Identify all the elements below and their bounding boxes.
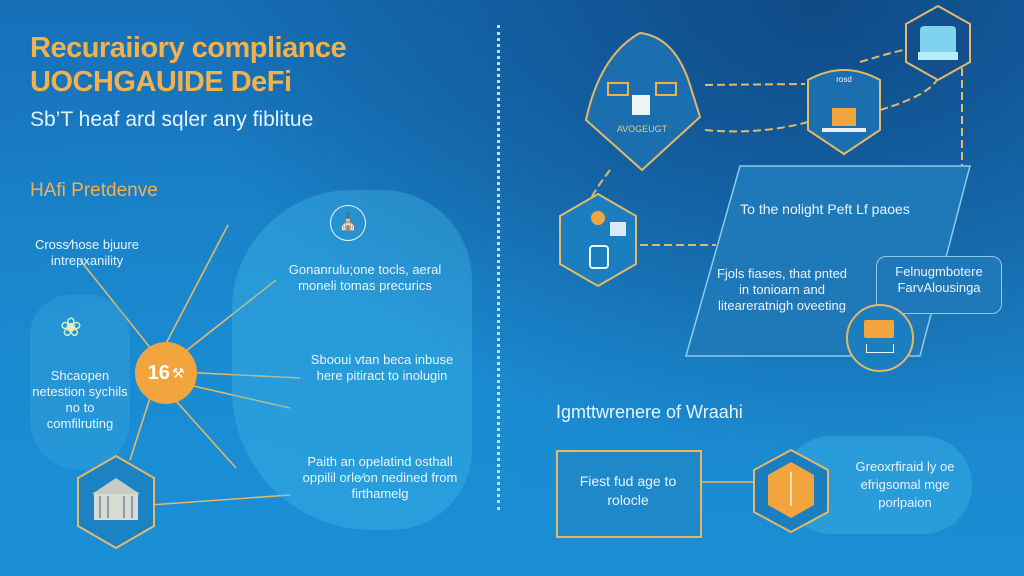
helmet-hex-icon	[753, 448, 829, 534]
sprout-icon: ❀	[60, 312, 82, 342]
hex-small-label: rosd	[836, 75, 852, 84]
connector	[167, 391, 237, 469]
info-item-2: Sbooui vtan beca inbuse here pitiract to…	[310, 352, 454, 383]
hub-circle: 16 ⚒	[135, 342, 197, 404]
dashed-connector	[879, 77, 939, 111]
left-panel	[30, 295, 130, 470]
hub-number: 16	[147, 361, 170, 384]
right-box-text: Fiest fud age to rolocle	[579, 473, 677, 508]
callout-text: Felnugmbotere FarvAlousinga	[895, 264, 983, 295]
cross-label: Cross∕hose bjuure intrepxanility	[34, 237, 140, 268]
computer-hex-icon: rosd	[807, 69, 881, 156]
hub-tools-icon: ⚒	[171, 364, 185, 381]
divider	[497, 25, 500, 510]
tools-hex-icon	[559, 192, 637, 288]
court-building-icon	[77, 454, 155, 550]
left-panel-text: Shcaopen netestion sychils no to comfilr…	[32, 368, 128, 431]
subtitle: Sb’T heaf ard sqler any fiblitue	[30, 108, 314, 131]
connector	[179, 371, 301, 379]
title-line-2: UOCHGAUIDE DeFi	[30, 66, 292, 98]
dashed-connector	[704, 121, 809, 133]
main-panel-title: To the nolight Peft Lf paoes	[740, 201, 910, 217]
bottom-text: Greoxrfiraid ly oe efrigsomal mge porlpa…	[855, 459, 955, 510]
wallet-diamond-icon: AVOGEUGT	[584, 31, 702, 172]
connector	[159, 224, 229, 356]
message-circle-icon	[846, 304, 914, 372]
right-box	[556, 450, 702, 538]
info-item-3: Paith an opelatind osthall oppilil orle∕…	[302, 454, 458, 501]
connector	[171, 279, 277, 363]
seal-emblem-icon: ⛪	[330, 205, 366, 241]
diamond-label: AVOGEUGT	[617, 124, 668, 134]
callout-box	[876, 256, 1002, 314]
title-line-1: Recuraiiory compliance	[30, 32, 347, 64]
connector	[175, 381, 291, 409]
cube-server-icon	[905, 4, 971, 82]
center-panel	[232, 190, 472, 530]
section-title-left: HAfi Pretdenve	[30, 180, 158, 201]
info-item-1: Gonanrulu;one tocls, aeral moneli tomas …	[288, 262, 442, 293]
connector	[79, 259, 161, 361]
connector	[129, 397, 151, 461]
dashed-connector	[589, 169, 611, 201]
section-title-right: Igmttwrenere of Wraahi	[556, 402, 743, 422]
dashed-connector	[859, 49, 906, 63]
dashed-connector	[704, 83, 806, 86]
connector	[149, 494, 291, 506]
main-panel-body: Fjols fiases, that pnted in tonioarn and…	[716, 266, 848, 313]
